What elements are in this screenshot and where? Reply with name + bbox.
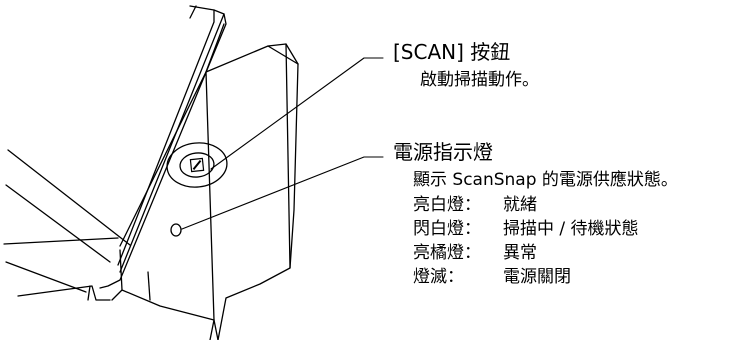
indicator-lamp-icon	[170, 223, 182, 237]
scanner-tray	[7, 149, 131, 246]
state-row: 燈滅： 電源關閉	[413, 269, 571, 286]
scan-icon	[189, 157, 205, 173]
scan-button-outer	[166, 142, 228, 188]
state-row: 亮橘燈： 異常	[413, 245, 537, 262]
state-row: 亮白燈： 就緒	[413, 197, 537, 214]
scanner-body	[119, 45, 299, 247]
power-indicator-description: 顯示 ScanSnap 的電源供應狀態。	[413, 170, 678, 190]
power-leader-line	[181, 156, 384, 230]
state-value: 就緒	[503, 195, 537, 215]
power-indicator-title: 電源指示燈	[393, 140, 493, 164]
state-label: 亮白燈：	[413, 195, 481, 215]
state-label: 燈滅：	[413, 267, 464, 287]
scan-leader-line	[210, 57, 384, 170]
scan-button-title: [SCAN] 按鈕	[393, 40, 511, 64]
scan-button-inner	[179, 152, 215, 178]
state-value: 掃描中 / 待機狀態	[503, 219, 639, 239]
state-value: 異常	[503, 243, 537, 263]
paper-chute	[99, 5, 227, 289]
state-row: 閃白燈： 掃描中 / 待機狀態	[413, 221, 639, 238]
scan-button-description: 啟動掃描動作。	[420, 70, 539, 90]
state-label: 閃白燈：	[413, 219, 481, 239]
state-label: 亮橘燈：	[413, 243, 481, 263]
state-value: 電源關閉	[503, 267, 571, 287]
